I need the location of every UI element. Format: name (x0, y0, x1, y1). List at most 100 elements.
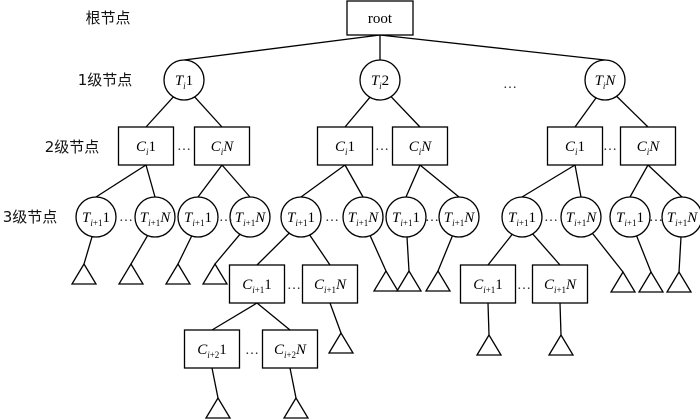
edge-Ti1-A_CiN (194, 96, 223, 128)
node-box (301, 264, 359, 304)
subtree-triangle-icon (164, 262, 192, 285)
tree-node-Ti2: Ti2 (359, 59, 401, 101)
ellipsis-2: … (375, 139, 389, 154)
node-label: Ci+1N (314, 277, 347, 295)
node-label: Ti+11 (392, 210, 420, 228)
node-label: TiN (595, 73, 617, 91)
edge-root-Ti1 (183, 34, 381, 61)
node-label: CiN (637, 139, 661, 157)
edge-A_Ci1-A1_T1 (95, 164, 147, 198)
edge-C1_TN-t11 (591, 232, 624, 273)
ellipsis-9: … (649, 210, 663, 225)
edge-C_Cn1-t14 (487, 302, 490, 336)
node-box (117, 126, 175, 166)
class-node-B_CiN: CiN (391, 126, 449, 166)
edge-B_CnN-t8 (329, 302, 342, 334)
node-label: Ti2 (371, 73, 389, 91)
class-node-B_Cn1: Ci+11 (228, 264, 286, 304)
class-node-C_Ci1: Ci1 (546, 126, 604, 166)
node-circle (134, 196, 176, 238)
edge-C_CiN-C2_TN (647, 164, 683, 198)
edge-C2_TN-t13 (678, 236, 682, 273)
ellipsis-8: … (544, 210, 558, 225)
node-box (531, 264, 589, 304)
subtree-triangle-icon (201, 262, 229, 285)
node-label: Ti+11 (82, 210, 110, 228)
edge-A_CiN-A2_TN (221, 164, 251, 198)
class-node-C_CiN: CiN (619, 126, 677, 166)
node-label: Ti+11 (616, 210, 644, 228)
edge-TiN-C_CiN (616, 95, 649, 128)
tree-node-Ti1: Ti1 (163, 59, 205, 101)
node-box (183, 329, 241, 369)
tree-node-C2_T1: Ti+11 (609, 196, 651, 238)
edge-A1_T1-t1 (83, 236, 93, 265)
ellipsis-3: … (603, 139, 617, 154)
node-circle (385, 196, 427, 238)
ellipsis-7: … (425, 210, 439, 225)
subtree-triangle-icon (475, 333, 503, 356)
edge-B1_T1-B_CnN (309, 234, 331, 266)
node-box (459, 264, 517, 304)
node-circle (229, 196, 271, 238)
level-labels: 根节点 1级节点 2级节点 3级节点 (3, 9, 133, 226)
edge-Ti1-A_Ci1 (145, 96, 174, 128)
tree-node-B1_TN: Ti+1N (342, 196, 384, 238)
node-label: Ti+11 (287, 210, 315, 228)
root-label: root (368, 11, 393, 27)
edge-C2_T1-t12 (636, 235, 652, 273)
edge-B_Cm1-t9 (211, 367, 219, 399)
edges-layer (83, 34, 683, 399)
node-box (228, 264, 286, 304)
subtree-triangle-icon (395, 269, 423, 292)
subtree-triangle-icon (70, 262, 98, 285)
node-label: CiN (409, 139, 433, 157)
class-node-B_CmN: Ci+2N (261, 329, 319, 369)
node-circle (359, 59, 401, 101)
edge-B_Cn1-B_CmN (256, 302, 291, 331)
edge-B_Cn1-B_Cm1 (211, 302, 258, 331)
class-node-A_CiN: CiN (193, 126, 251, 166)
class-node-A_Ci1: Ci1 (117, 126, 175, 166)
node-label: Ti+1N (140, 210, 171, 228)
level-label-1: 1级节点 (78, 71, 133, 89)
ellipsis-11: … (517, 278, 531, 293)
tree-node-B2_TN: Ti+1N (438, 196, 480, 238)
node-label: Ci1 (136, 139, 156, 157)
ellipsis-4: … (119, 210, 133, 225)
subtree-triangle-icon (117, 262, 145, 285)
node-circle (177, 196, 219, 238)
edge-B_CiN-B2_TN (419, 164, 460, 198)
subtree-triangle-icon (424, 269, 452, 292)
subtree-triangle-icon (327, 331, 355, 354)
edge-A_CiN-A2_T1 (197, 164, 223, 198)
ellipsis-0: … (503, 77, 517, 92)
level-label-2: 2级节点 (45, 138, 100, 156)
class-node-C_Cn1: Ci+11 (459, 264, 517, 304)
subtree-triangle-icon (547, 333, 575, 356)
node-circle (75, 196, 117, 238)
node-circle (438, 196, 480, 238)
edge-C1_T1-C_CnN (532, 233, 561, 266)
node-label: Ci+11 (473, 277, 503, 295)
node-box (391, 126, 449, 166)
subtree-triangle-icon (665, 270, 693, 293)
root-node: root (346, 0, 414, 36)
ellipsis-10: … (287, 278, 301, 293)
node-label: Ti1 (175, 73, 193, 91)
tree-node-C2_TN: Ti+1N (661, 196, 700, 238)
node-label: Ci1 (565, 139, 585, 157)
node-circle (560, 196, 602, 238)
node-circle (609, 196, 651, 238)
node-circle (584, 59, 626, 101)
node-label: Ci+11 (242, 277, 272, 295)
class-node-C_CnN: Ci+1N (531, 264, 589, 304)
edge-C1_T1-C_Cn1 (487, 233, 513, 266)
node-label: Ti+11 (184, 210, 212, 228)
edge-B_CmN-t10 (289, 367, 297, 399)
node-circle (342, 196, 384, 238)
tree-node-C1_TN: Ti+1N (560, 196, 602, 238)
edge-Ti2-B_Ci1 (344, 96, 371, 128)
